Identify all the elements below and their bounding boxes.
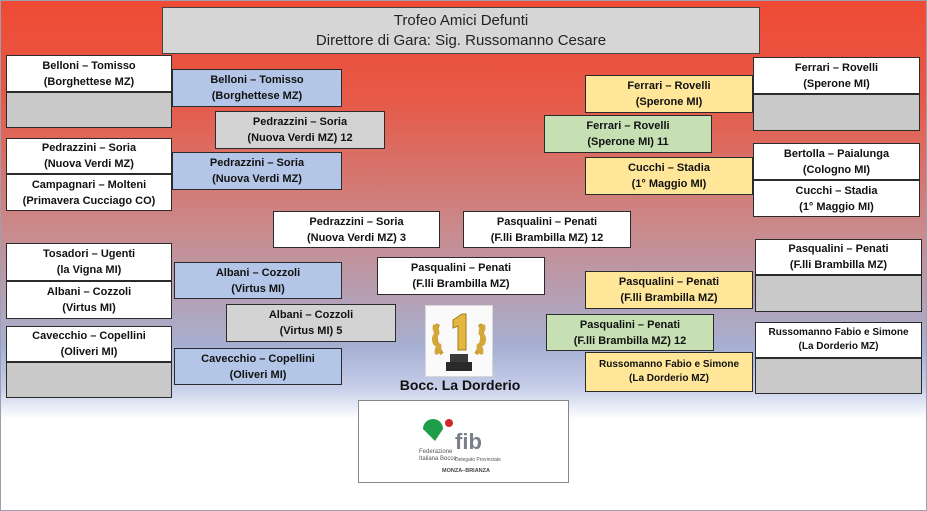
tournament-director: Direttore di Gara: Sig. Russomanno Cesar… [315,31,607,49]
team-club: (F.lli Brambilla MZ) [620,292,718,304]
team-club: (Nuova Verdi MZ) [44,158,134,170]
team-club: (F.lli Brambilla MZ) [789,259,888,271]
team-club: (Virtus MI) [62,302,116,314]
team-name: Pedrazzini – Soria [252,116,348,128]
tournament-header: Trofeo Amici Defunti Direttore di Gara: … [162,7,760,54]
left-r2-match-4: Cavecchio – Copellini (Oliveri MI) [174,348,342,385]
left-r1-match-6: Albani – Cozzoli (Virtus MI) [6,281,172,319]
team-name: Tosadori – Ugenti [42,248,136,260]
right-r1-match-5: Pasqualini – Penati (F.lli Brambilla MZ) [755,239,922,275]
team-club: (Borghettese MZ) [211,90,303,102]
tournament-title: Trofeo Amici Defunti [393,11,529,29]
right-r1-match-1: Ferrari – Rovelli (Sperone MI) [753,57,920,94]
right-r2-match-1: Ferrari – Rovelli (Sperone MI) [585,75,753,113]
team-name: Cavecchio – Copellini [32,330,146,342]
team-name: Russomanno Fabio e Simone [768,327,909,338]
right-r1-bye-3 [755,358,922,394]
team-club: (Oliveri MI) [229,368,287,381]
team-name: Ferrari – Rovelli [586,120,670,132]
team-name: Pasqualini – Penati [410,262,512,274]
team-club: (Virtus MI) [231,282,285,295]
team-name: Albani – Cozzoli [268,309,354,321]
right-semifinal: Pasqualini – Penati (F.lli Brambilla MZ)… [463,211,631,248]
team-name: Pedrazzini – Soria [41,142,137,154]
team-name: Pasqualini – Penati [579,318,681,331]
team-name: Pedrazzini – Soria [209,157,305,169]
team-name: Cucchi – Stadia [628,162,710,174]
right-r3-match-1: Ferrari – Rovelli (Sperone MI) 11 [544,115,712,153]
team-club: (Sperone MI) 11 [587,136,669,148]
left-r3-match-1: Pedrazzini – Soria (Nuova Verdi MZ) 12 [215,111,385,149]
team-club: (Sperone MI) [635,96,703,108]
team-club: (La Dorderio MZ) [629,373,709,384]
federation-logo: fib Federazione Italiana Bocce Delegato … [358,400,569,483]
team-club: (F.lli Brambilla MZ) [412,278,510,290]
team-name: Albani – Cozzoli [215,266,301,279]
team-name: Bertolla – Paialunga [783,147,890,160]
team-name: Pasqualini – Penati [618,276,720,288]
host-club-label: Bocc. La Dorderio [399,377,521,393]
team-club: (Nuova Verdi MZ) 3 [306,231,407,244]
team-name: Russomanno Fabio e Simone [598,359,740,370]
team-club: (Nuova Verdi MZ) [212,173,302,185]
team-name: Belloni – Tomisso [210,74,304,86]
left-r1-match-5: Tosadori – Ugenti (la Vigna MI) [6,243,172,281]
right-r1-match-3: Bertolla – Paialunga (Cologno MI) [753,143,920,180]
team-name: Ferrari – Rovelli [627,80,711,92]
tournament-winner: Pasqualini – Penati (F.lli Brambilla MZ) [377,257,545,295]
logo-line-4: MONZA–BRIANZA [442,468,490,474]
team-name: Pedrazzini – Soria [309,215,404,228]
left-r1-bye-1 [6,92,172,128]
left-r1-match-1: Belloni – Tomisso (Borghettese MZ) [6,55,172,92]
team-club: (F.lli Brambilla MZ) 12 [573,334,687,347]
right-r2-match-3: Pasqualini – Penati (F.lli Brambilla MZ) [585,271,753,309]
left-r3-match-2: Albani – Cozzoli (Virtus MI) 5 [226,304,396,342]
left-r2-match-2: Pedrazzini – Soria (Nuova Verdi MZ) [172,152,342,190]
right-r1-match-4: Cucchi – Stadia (1° Maggio MI) [753,180,920,217]
left-r2-match-3: Albani – Cozzoli (Virtus MI) [174,262,342,299]
right-r1-match-7: Russomanno Fabio e Simone (La Dorderio M… [755,322,922,358]
team-club: (la Vigna MI) [56,264,122,276]
team-club: (1° Maggio MI) [799,200,874,213]
left-r1-bye-2 [6,362,172,398]
logo-line-3: Delegato Provinciale [455,457,501,463]
right-r1-bye-2 [755,275,922,312]
trophy-icon [425,305,493,377]
team-club: (Cologno MI) [802,163,871,176]
team-club: (Nuova Verdi MZ) 12 [247,132,353,144]
team-club: (F.lli Brambilla MZ) 12 [490,231,604,244]
team-name: Cavecchio – Copellini [201,352,315,365]
team-name: Pasqualini – Penati [788,243,889,255]
logo-line-2: Italiana Bocce [419,456,457,462]
team-club: (Primavera Cucciago CO) [22,194,156,207]
team-club: (1° Maggio MI) [631,178,707,190]
left-r1-match-4: Campagnari – Molteni (Primavera Cucciago… [6,174,172,211]
team-club: (La Dorderio MZ) [798,341,879,352]
right-r2-match-2: Cucchi – Stadia (1° Maggio MI) [585,157,753,195]
right-r2-match-4: Russomanno Fabio e Simone (La Dorderio M… [585,352,753,392]
left-r1-match-7: Cavecchio – Copellini (Oliveri MI) [6,326,172,362]
team-name: Ferrari – Rovelli [794,61,879,74]
team-club: (Oliveri MI) [60,346,118,358]
left-r2-match-1: Belloni – Tomisso (Borghettese MZ) [172,69,342,107]
team-club: (Virtus MI) 5 [279,325,343,337]
team-club: (Borghettese MZ) [43,75,135,88]
team-name: Pasqualini – Penati [496,215,598,228]
team-club: (Sperone MI) [803,77,870,90]
left-r1-match-3: Pedrazzini – Soria (Nuova Verdi MZ) [6,138,172,174]
team-name: Belloni – Tomisso [42,59,136,72]
logo-fib-text: fib [455,429,482,454]
team-name: Campagnari – Molteni [31,178,147,191]
right-r3-match-2: Pasqualini – Penati (F.lli Brambilla MZ)… [546,314,714,351]
team-name: Albani – Cozzoli [46,286,132,298]
team-name: Cucchi – Stadia [795,184,878,197]
left-semifinal: Pedrazzini – Soria (Nuova Verdi MZ) 3 [273,211,440,248]
right-r1-bye-1 [753,94,920,131]
logo-line-1: Federazione [419,449,453,455]
